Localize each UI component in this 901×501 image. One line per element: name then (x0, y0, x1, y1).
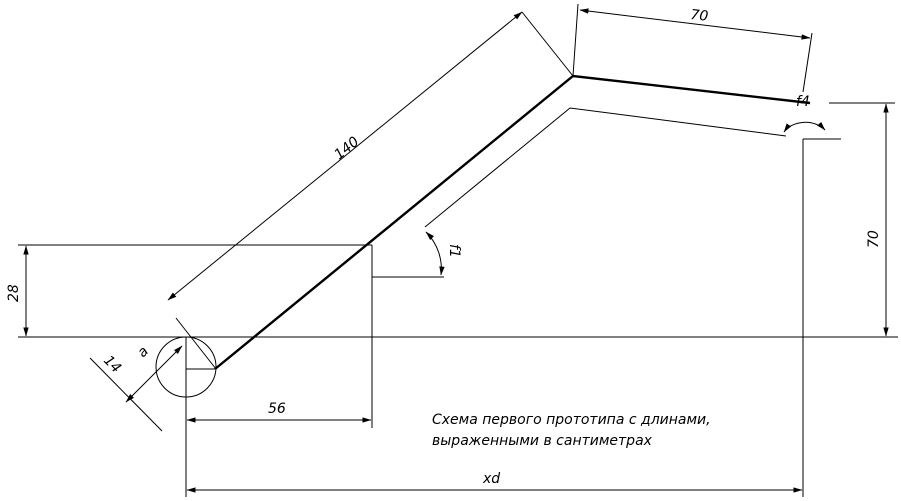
dim-140-text: 140 (331, 134, 362, 163)
dim-14-text: 14 (100, 353, 124, 377)
angle-f1-arc (425, 231, 445, 276)
dim-70-top-ext-left (572, 3, 579, 77)
dim-140-line (167, 11, 523, 301)
profile-offset-line (424, 107, 787, 228)
dim-56-text: 56 (268, 401, 286, 417)
angle-f4-arc (783, 121, 826, 133)
profile-main-line (214, 74, 811, 370)
dim-14-ext-line (89, 357, 163, 432)
dim-28-text: 28 (6, 284, 22, 302)
caption-line-2: выраженными в сантиметрах (432, 433, 653, 449)
dim-70-right-text: 70 (866, 230, 882, 248)
origin-slant-line (175, 317, 217, 370)
dim-xd-text: xd (482, 471, 500, 487)
angle-f4-label: f4 (796, 94, 810, 110)
angle-f1-label: f1 (446, 244, 462, 258)
caption-line-1: Схема первого прототипа с длинами, (432, 412, 711, 428)
origin-corner-marker (185, 337, 215, 370)
dim-70-top-ext-right (802, 32, 813, 93)
dim-140-ext-top (521, 11, 574, 77)
point-a-label: a (135, 343, 152, 360)
dim-14-line (125, 345, 183, 403)
dim-70-top-line (579, 8, 811, 40)
dim-70-top-text: 70 (690, 7, 709, 25)
